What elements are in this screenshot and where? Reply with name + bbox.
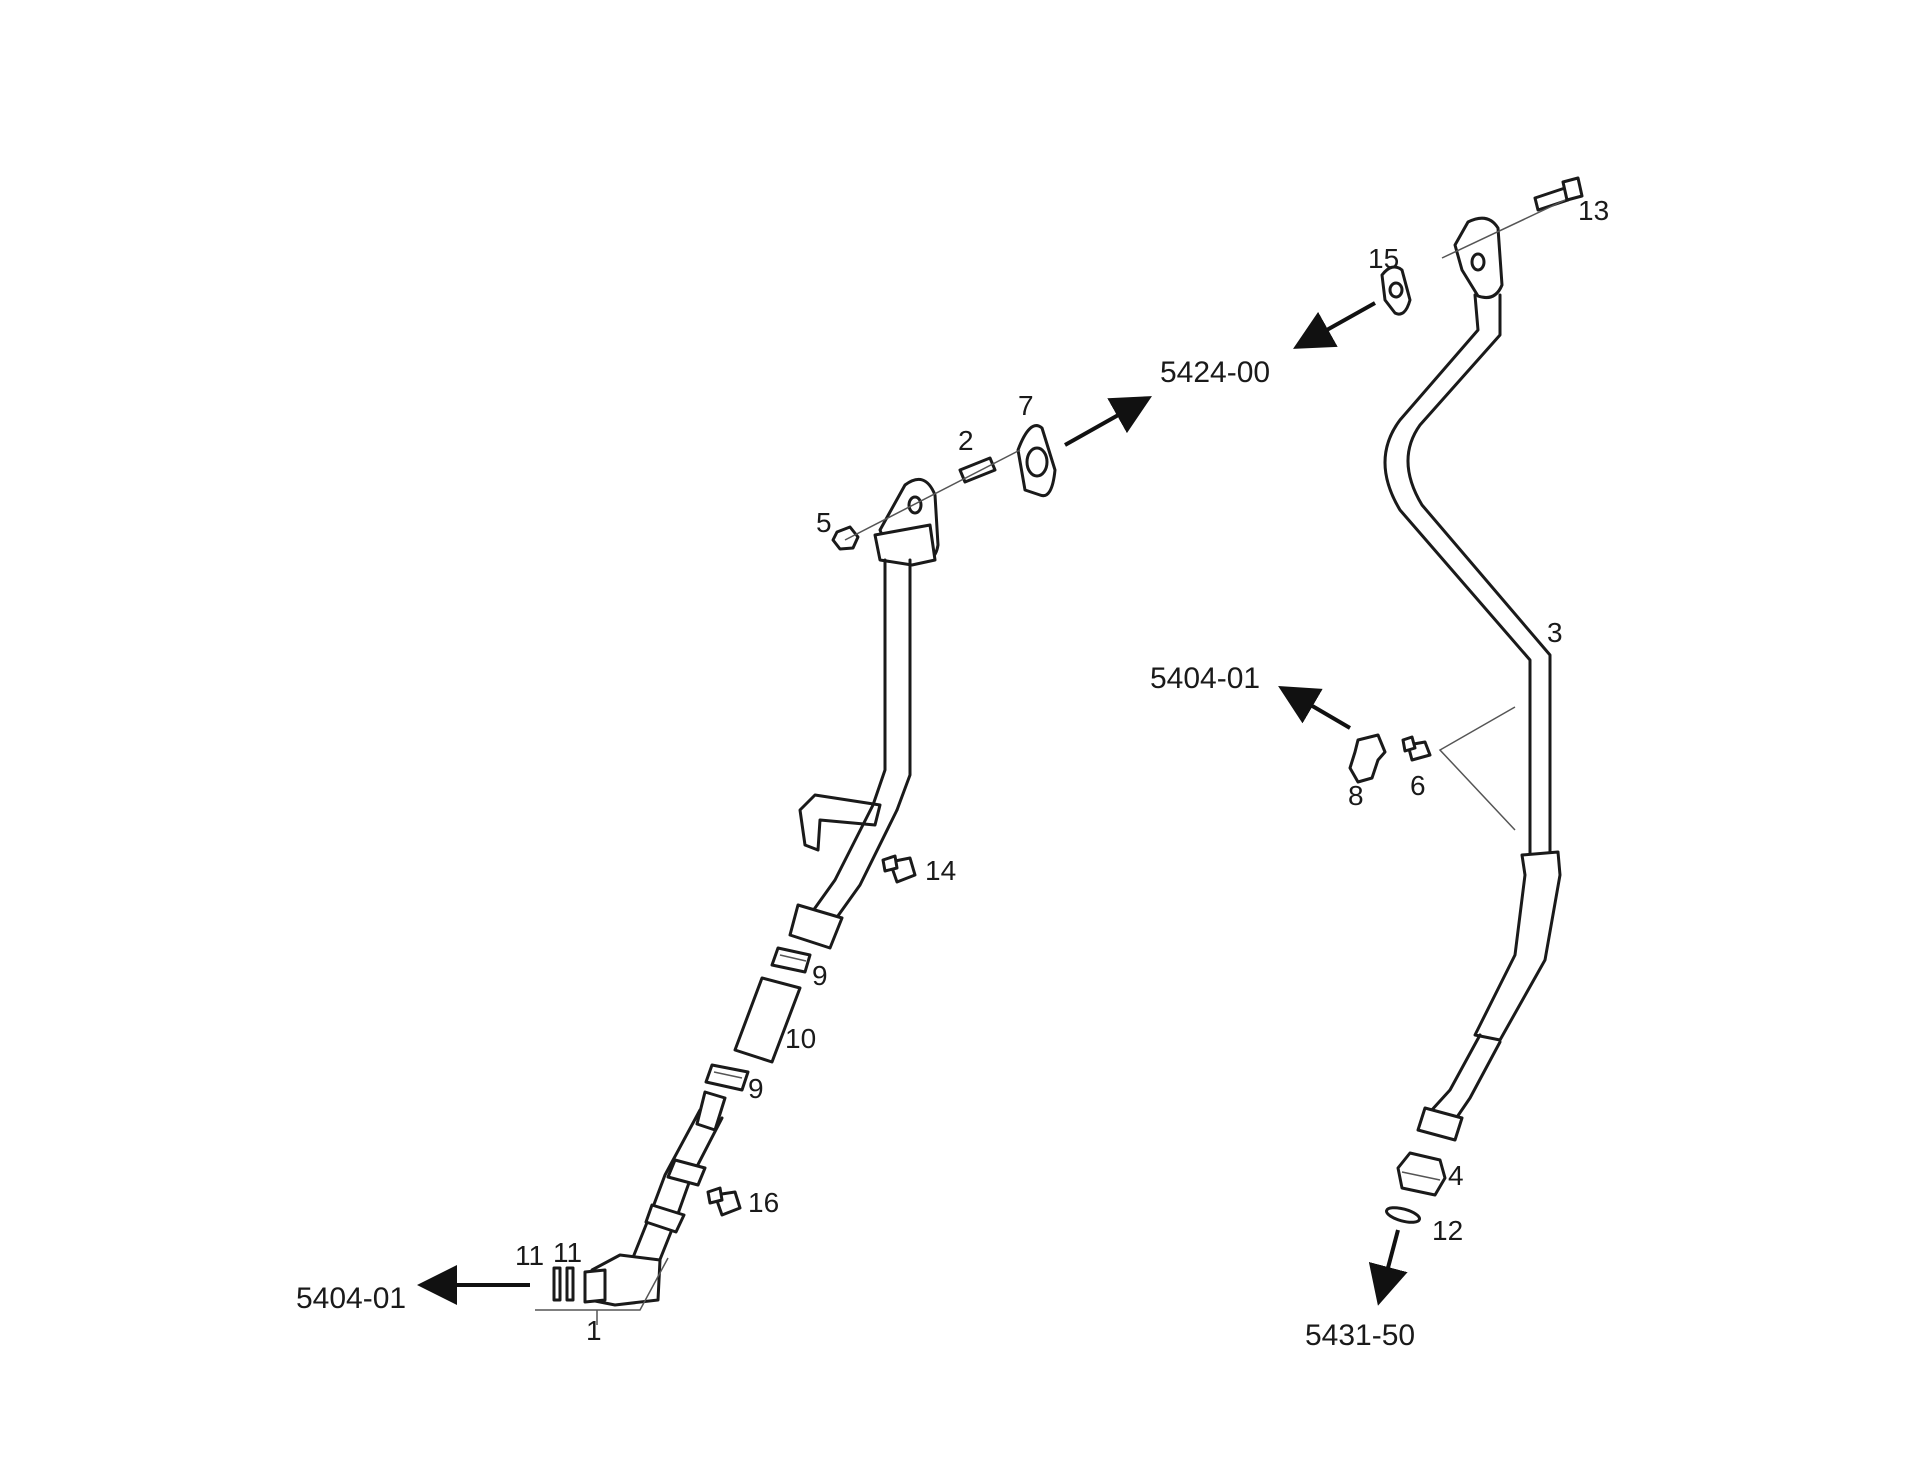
left-pipe-lower-ring-a [666,1158,707,1187]
nut-5 [831,525,860,551]
callout-2: 2 [958,425,974,456]
callout-6: 6 [1410,770,1426,801]
left-pipe-bracket [798,793,882,852]
o-ring-12 [1385,1206,1421,1224]
right-pipe-lower-tube [1428,1033,1502,1122]
part1-leader [535,1257,669,1325]
right-pipe-end-nut [1416,1106,1464,1142]
callout-11-a: 11 [515,1240,544,1271]
callout-13: 13 [1578,195,1609,226]
left-pipe-lower-tube [628,1108,724,1274]
arrow-icon [1293,301,1376,349]
gasket-15 [1380,265,1412,316]
left-pipe-lower-ring-b [644,1203,686,1234]
callout-16: 16 [748,1187,779,1218]
callout-3: 3 [1547,617,1563,648]
left-pipe-socket [788,903,844,950]
bolt-14 [881,854,917,884]
callout-4: 4 [1448,1160,1464,1191]
right-pipe-tube [1383,293,1552,860]
reference-5424-00: 5424-00 [1160,356,1270,389]
arrow-icon [1064,396,1152,447]
right-alignment-line [1441,199,1566,259]
bolt-16 [706,1186,742,1217]
callout-15: 15 [1368,243,1399,274]
right-pipe-assembly [1348,176,1584,1224]
flange-hole [907,495,923,515]
reference-5404-01-left: 5404-01 [296,1282,406,1315]
right-flange-hole [1470,252,1486,272]
gasket-7 [1016,424,1057,498]
callout-9-lower: 9 [748,1073,764,1104]
callout-14: 14 [925,855,956,886]
reference-5431-50: 5431-50 [1305,1319,1415,1352]
callout-7: 7 [1018,390,1034,421]
hose-10 [733,976,802,1064]
callout-12: 12 [1432,1215,1463,1246]
sensor-8 [1348,733,1387,784]
sensor-leader [1438,706,1516,831]
arrow-icon [1368,1229,1408,1306]
callout-8: 8 [1348,780,1364,811]
clip-11a [552,1266,562,1302]
left-alignment-line [844,449,1021,541]
callout-10: 10 [785,1023,816,1054]
left-pipe-lower-socket [695,1090,727,1132]
clip-11b [565,1266,575,1302]
hose-clamp-upper [770,946,812,974]
left-pipe-assembly [535,424,1057,1325]
hose-clamp-lower [704,1063,750,1092]
bolt-13 [1533,176,1584,212]
left-pipe-elbow [873,523,937,567]
left-pipe-mid-tube [808,803,899,922]
left-pipe-upper-tube [871,558,912,812]
reference-5404-01-right: 5404-01 [1150,662,1260,695]
callout-1: 1 [586,1315,602,1346]
callout-11-b: 11 [553,1237,582,1268]
left-pipe-end-fitting [583,1268,607,1304]
adapter-4 [1396,1151,1447,1197]
callout-5: 5 [816,507,832,538]
right-pipe-sleeve [1473,850,1562,1042]
arrow-icon [1278,685,1352,730]
callout-9-upper: 9 [812,960,828,991]
bolt-6 [1401,735,1432,762]
